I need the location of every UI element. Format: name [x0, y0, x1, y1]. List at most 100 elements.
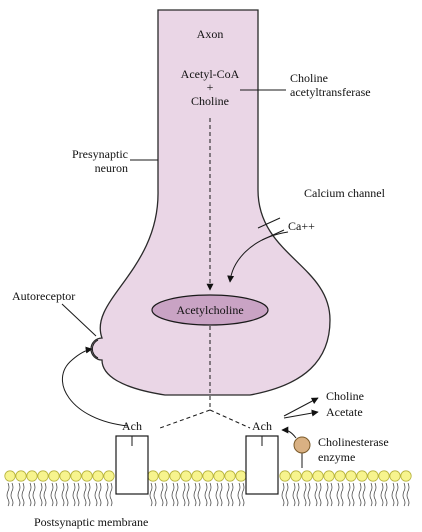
lipid-tail [106, 483, 108, 506]
cholinesterase-action-arrow [282, 430, 296, 438]
lipid-tail [84, 483, 86, 506]
lipid-tail [77, 483, 79, 506]
lipid-head [313, 471, 323, 481]
lipid-head [16, 471, 26, 481]
lipid-tail [385, 483, 387, 506]
lipid-tail [22, 483, 24, 506]
lipid-tail [216, 483, 218, 506]
label-presynaptic-line1: Presynaptic [72, 147, 128, 161]
lipid-tail [403, 483, 405, 506]
lipid-tail [205, 483, 207, 506]
lipid-tail [29, 483, 31, 506]
lipid-tail [341, 483, 343, 506]
lipid-tail [176, 483, 178, 506]
lipid-head [280, 471, 290, 481]
lipid-head [170, 471, 180, 481]
lipid-head [49, 471, 59, 481]
label-acetyl-coa: Acetyl-CoA [181, 67, 240, 81]
lipid-head [324, 471, 334, 481]
lipid-tail [304, 483, 306, 506]
label-acetylcholine: Acetylcholine [176, 303, 243, 317]
lipid-tail [227, 483, 229, 506]
lipid-head [236, 471, 246, 481]
lipid-tail [88, 483, 90, 506]
lipid-head [5, 471, 15, 481]
lipid-tail [242, 483, 244, 506]
label-acetate-product: Acetate [326, 405, 363, 419]
lipid-tail [326, 483, 328, 506]
lipid-tail [286, 483, 288, 506]
lipid-head [60, 471, 70, 481]
lipid-tail [348, 483, 350, 506]
lipid-tail [363, 483, 365, 506]
lipid-tail [238, 483, 240, 506]
lipid-head [27, 471, 37, 481]
lipid-head [335, 471, 345, 481]
lipid-head [291, 471, 301, 481]
lipid-tail [352, 483, 354, 506]
label-calcium-channel: Calcium channel [304, 186, 386, 200]
label-enzyme-line2: acetyltransferase [290, 85, 371, 99]
lipid-tail [396, 483, 398, 506]
autoreceptor-leader-line [62, 304, 96, 336]
lipid-tail [44, 483, 46, 506]
lipid-tail [11, 483, 13, 506]
label-cholinesterase-line1: Cholinesterase [318, 435, 389, 449]
label-ach-right: Ach [252, 419, 272, 433]
lipid-tail [73, 483, 75, 506]
lipid-tail [7, 483, 9, 506]
lipid-tail [40, 483, 42, 506]
label-choline-product: Choline [326, 389, 364, 403]
lipid-tail [55, 483, 57, 506]
lipid-tail [51, 483, 53, 506]
release-dashed-right [210, 410, 250, 428]
lipid-head [38, 471, 48, 481]
lipid-tail [392, 483, 394, 506]
lipid-head [93, 471, 103, 481]
lipid-head [192, 471, 202, 481]
lipid-tail [18, 483, 20, 506]
lipid-tail [337, 483, 339, 506]
lipid-tail [220, 483, 222, 506]
lipid-tail [33, 483, 35, 506]
lipid-tail [110, 483, 112, 506]
lipid-head [214, 471, 224, 481]
lipid-head [181, 471, 191, 481]
label-ach-left: Ach [122, 419, 142, 433]
lipid-tail [381, 483, 383, 506]
lipid-head [379, 471, 389, 481]
label-axon: Axon [197, 27, 224, 41]
lipid-head [390, 471, 400, 481]
lipid-tail [407, 483, 409, 506]
lipid-tail [183, 483, 185, 506]
label-plus: + [207, 80, 214, 94]
lipid-head [401, 471, 411, 481]
label-postsynaptic-membrane: Postsynaptic membrane [34, 515, 148, 529]
lipid-head [148, 471, 158, 481]
lipid-tail [198, 483, 200, 506]
lipid-head [368, 471, 378, 481]
lipid-tail [99, 483, 101, 506]
lipid-head [346, 471, 356, 481]
lipid-head [159, 471, 169, 481]
lipid-tail [209, 483, 211, 506]
lipid-tail [374, 483, 376, 506]
label-cholinesterase-line2: enzyme [318, 450, 355, 464]
label-calcium-ion: Ca++ [288, 219, 315, 233]
lipid-tail [282, 483, 284, 506]
postsynaptic-lipid-bilayer [5, 471, 411, 506]
label-presynaptic-line2: neuron [95, 161, 128, 175]
label-choline-substrate: Choline [191, 94, 229, 108]
lipid-head [225, 471, 235, 481]
lipid-tail [297, 483, 299, 506]
lipid-tail [330, 483, 332, 506]
lipid-tail [150, 483, 152, 506]
lipid-tail [154, 483, 156, 506]
lipid-tail [66, 483, 68, 506]
lipid-head [82, 471, 92, 481]
lipid-tail [172, 483, 174, 506]
lipid-tail [359, 483, 361, 506]
lipid-head [357, 471, 367, 481]
lipid-tail [161, 483, 163, 506]
